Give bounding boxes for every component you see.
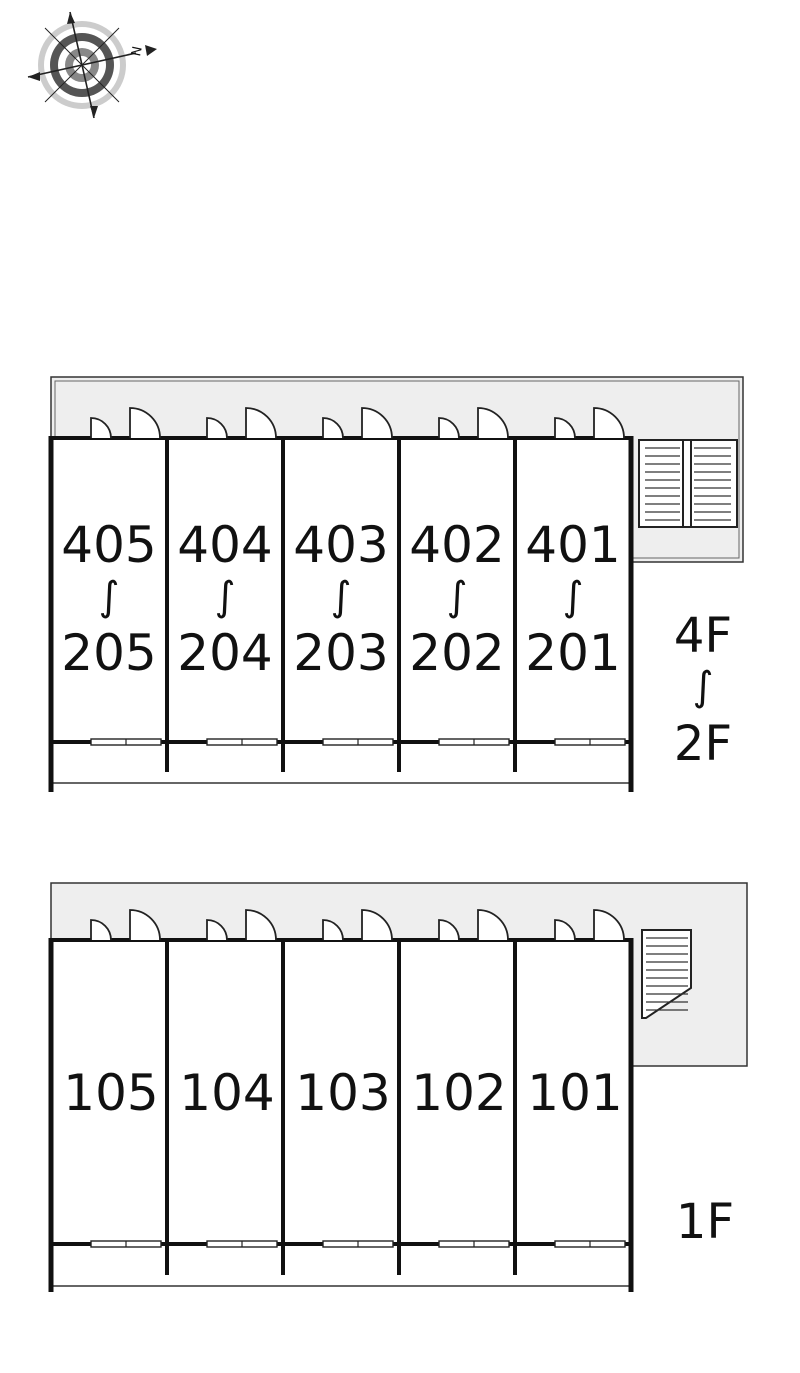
floor-label-2f: 2F <box>674 716 732 772</box>
floor-range-mark: ∫ <box>693 664 714 710</box>
door-large-icon <box>245 909 277 941</box>
unit-label-401: 401 <box>525 516 620 574</box>
unit-label-404: 404 <box>177 516 272 574</box>
door-small-icon <box>206 919 228 941</box>
door-small-icon <box>90 417 112 439</box>
range-mark-404: ∫ <box>215 574 236 620</box>
door-large-icon <box>593 407 625 439</box>
floor-label-1f: 1F <box>676 1194 734 1250</box>
unit-label-105: 105 <box>63 1064 158 1122</box>
door-large-icon <box>129 407 161 439</box>
floor-label-4f: 4F <box>674 608 732 664</box>
door-small-icon <box>90 919 112 941</box>
unit-label-405: 405 <box>61 516 156 574</box>
staircase-upper <box>638 439 738 528</box>
unit-label-203: 203 <box>293 624 388 682</box>
unit-label-201: 201 <box>525 624 620 682</box>
upper-block <box>48 376 744 792</box>
unit-label-101: 101 <box>527 1064 622 1122</box>
door-large-icon <box>129 909 161 941</box>
unit-label-103: 103 <box>295 1064 390 1122</box>
range-mark-401: ∫ <box>563 574 584 620</box>
range-mark-403: ∫ <box>331 574 352 620</box>
compass-icon <box>27 11 157 119</box>
range-mark-405: ∫ <box>99 574 120 620</box>
door-small-icon <box>322 417 344 439</box>
door-large-icon <box>477 407 509 439</box>
door-small-icon <box>206 417 228 439</box>
range-mark-402: ∫ <box>447 574 468 620</box>
door-small-icon <box>554 417 576 439</box>
door-small-icon <box>322 919 344 941</box>
door-large-icon <box>245 407 277 439</box>
unit-label-102: 102 <box>411 1064 506 1122</box>
door-large-icon <box>361 407 393 439</box>
door-large-icon <box>477 909 509 941</box>
unit-label-205: 205 <box>61 624 156 682</box>
unit-label-403: 403 <box>293 516 388 574</box>
door-large-icon <box>593 909 625 941</box>
door-large-icon <box>361 909 393 941</box>
compass-north-label: N <box>129 45 146 58</box>
unit-label-204: 204 <box>177 624 272 682</box>
unit-label-202: 202 <box>409 624 504 682</box>
unit-label-104: 104 <box>179 1064 274 1122</box>
door-small-icon <box>554 919 576 941</box>
door-small-icon <box>438 417 460 439</box>
lower-block <box>48 882 748 1292</box>
unit-label-402: 402 <box>409 516 504 574</box>
staircase-lower <box>641 929 692 1019</box>
door-small-icon <box>438 919 460 941</box>
